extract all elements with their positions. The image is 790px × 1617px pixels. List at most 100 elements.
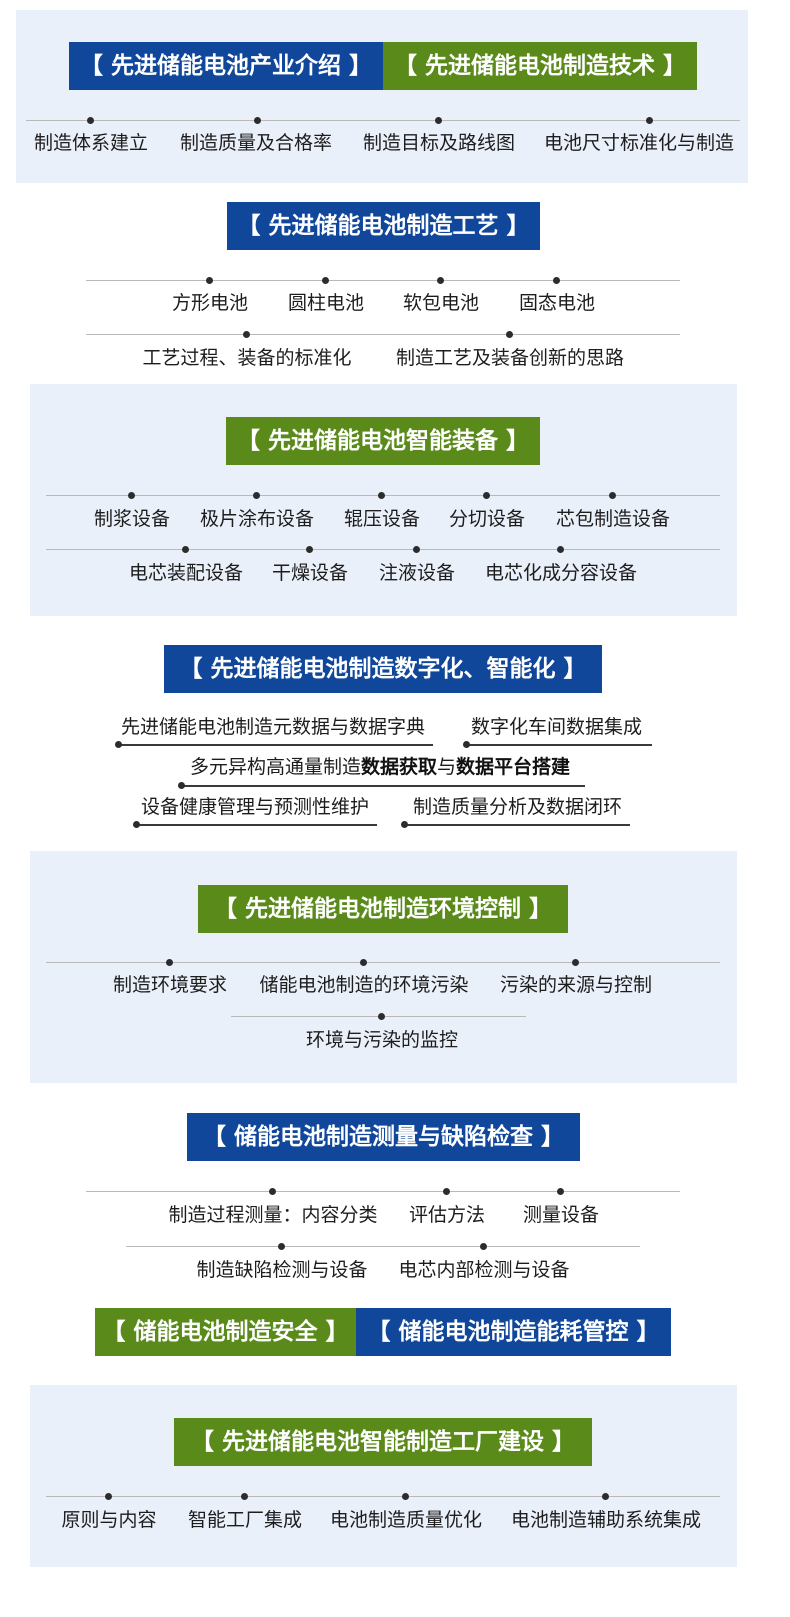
timeline-dot — [553, 277, 560, 284]
badge-manufacturing-safety: 【 储能电池制造安全 】 — [95, 1308, 356, 1356]
timeline-dot — [609, 492, 616, 499]
text-part-bold: 数据平台搭建 — [456, 756, 571, 778]
timeline-dot — [87, 117, 94, 124]
factory-item: 电池制造质量优化 — [329, 1509, 483, 1531]
cell-type-item: 圆柱电池 — [287, 292, 365, 314]
equipment-item: 极片涂布设备 — [199, 508, 315, 530]
underline — [404, 824, 630, 826]
environment-item: 储能电池制造的环境污染 — [259, 974, 469, 996]
timeline-dot — [253, 492, 260, 499]
divider — [126, 1246, 640, 1247]
timeline-dot — [241, 1493, 248, 1500]
timeline-dot — [322, 277, 329, 284]
timeline-dot — [435, 117, 442, 124]
divider — [86, 280, 680, 281]
equipment-item: 分切设备 — [448, 508, 526, 530]
factory-item: 智能工厂集成 — [187, 1509, 303, 1531]
timeline-dot — [269, 1188, 276, 1195]
equipment-item: 干燥设备 — [271, 562, 349, 584]
process-item: 制造工艺及装备创新的思路 — [395, 347, 625, 369]
timeline-dot — [182, 546, 189, 553]
badge-industry-intro: 【 先进储能电池产业介绍 】 — [69, 42, 383, 90]
timeline-dot — [206, 277, 213, 284]
environment-item: 制造环境要求 — [112, 974, 228, 996]
digital-item: 先进储能电池制造元数据与数据字典 — [121, 716, 426, 738]
equipment-item: 芯包制造设备 — [555, 508, 671, 530]
badge-environment-control: 【 先进储能电池制造环境控制 】 — [198, 885, 568, 933]
timeline-dot — [480, 1243, 487, 1250]
timeline-dot — [572, 959, 579, 966]
timeline-dot — [602, 1493, 609, 1500]
underline — [466, 744, 652, 746]
divider — [46, 1496, 720, 1497]
cell-type-item: 固态电池 — [518, 292, 596, 314]
divider — [26, 120, 740, 121]
factory-panel — [30, 1385, 737, 1567]
badge-energy-management: 【 储能电池制造能耗管控 】 — [356, 1308, 671, 1356]
timeline-dot — [128, 492, 135, 499]
badge-manufacturing-tech: 【 先进储能电池制造技术 】 — [383, 42, 697, 90]
text-part: 多元异构高通量制造 — [190, 756, 362, 778]
timeline-dot — [463, 741, 470, 748]
cell-type-item: 软包电池 — [402, 292, 480, 314]
timeline-dot — [178, 782, 185, 789]
text-part-bold: 数据获取 — [361, 756, 438, 778]
timeline-dot — [557, 1188, 564, 1195]
underline — [181, 785, 585, 787]
cell-type-item: 方形电池 — [171, 292, 249, 314]
divider — [86, 1191, 680, 1192]
divider — [86, 334, 680, 335]
timeline-dot — [360, 959, 367, 966]
timeline-dot — [443, 1188, 450, 1195]
timeline-dot — [378, 492, 385, 499]
timeline-dot — [402, 1493, 409, 1500]
badge-digitalization: 【 先进储能电池制造数字化、智能化 】 — [164, 645, 602, 693]
timeline-dot — [243, 331, 250, 338]
measure-item: 测量设备 — [522, 1204, 600, 1226]
intro-item: 电池尺寸标准化与制造 — [543, 132, 735, 154]
timeline-dot — [506, 331, 513, 338]
badge-smart-factory: 【 先进储能电池智能制造工厂建设 】 — [174, 1418, 592, 1466]
process-item: 工艺过程、装备的标准化 — [142, 347, 352, 369]
environment-item: 污染的来源与控制 — [499, 974, 653, 996]
timeline-dot — [254, 117, 261, 124]
measure-item: 评估方法 — [408, 1204, 486, 1226]
equipment-item: 注液设备 — [378, 562, 456, 584]
measure-item: 制造过程测量：内容分类 — [168, 1204, 378, 1226]
timeline-dot — [401, 821, 408, 828]
factory-item: 电池制造辅助系统集成 — [510, 1509, 702, 1531]
measure-item: 制造缺陷检测与设备 — [196, 1259, 368, 1281]
badge-intelligent-equipment: 【 先进储能电池智能装备 】 — [226, 417, 540, 465]
equipment-item: 电芯装配设备 — [128, 562, 244, 584]
digital-item: 数字化车间数据集成 — [471, 716, 643, 738]
timeline-dot — [306, 546, 313, 553]
timeline-dot — [133, 821, 140, 828]
timeline-dot — [413, 546, 420, 553]
timeline-dot — [166, 959, 173, 966]
timeline-dot — [483, 492, 490, 499]
underline — [135, 824, 377, 826]
timeline-dot — [378, 1013, 385, 1020]
intro-item: 制造质量及合格率 — [179, 132, 333, 154]
underline — [117, 744, 433, 746]
digital-item: 制造质量分析及数据闭环 — [413, 796, 623, 818]
divider — [46, 962, 720, 963]
intro-item: 制造目标及路线图 — [362, 132, 516, 154]
timeline-dot — [557, 546, 564, 553]
equipment-item: 制浆设备 — [93, 508, 171, 530]
factory-item: 原则与内容 — [61, 1509, 157, 1531]
badge-manufacturing-process: 【 先进储能电池制造工艺 】 — [227, 202, 540, 250]
timeline-dot — [437, 277, 444, 284]
timeline-dot — [278, 1243, 285, 1250]
timeline-dot — [115, 741, 122, 748]
equipment-item: 电芯化成分容设备 — [484, 562, 638, 584]
equipment-item: 辊压设备 — [343, 508, 421, 530]
divider — [46, 549, 720, 550]
intro-panel — [16, 10, 748, 183]
environment-item: 环境与污染的监控 — [305, 1029, 459, 1051]
badge-measurement-inspection: 【 储能电池制造测量与缺陷检查 】 — [187, 1113, 580, 1161]
intro-item: 制造体系建立 — [33, 132, 149, 154]
timeline-dot — [105, 1493, 112, 1500]
measure-item: 电芯内部检测与设备 — [398, 1259, 570, 1281]
timeline-dot — [646, 117, 653, 124]
